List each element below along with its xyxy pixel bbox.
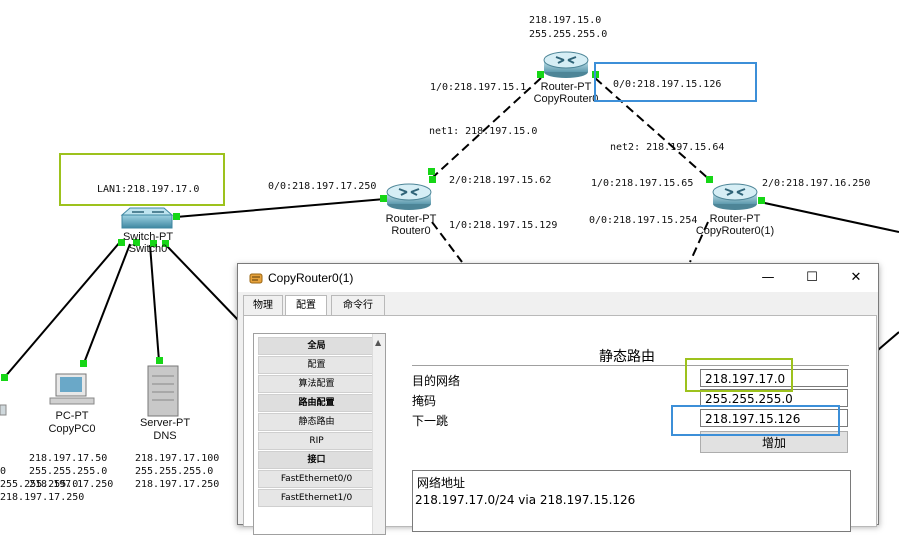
- left-col-line-1: 0: [0, 466, 7, 477]
- top-router-network: 218.197.15.0: [529, 15, 602, 26]
- left-device-icon[interactable]: [0, 404, 7, 416]
- link-switch-left[interactable]: [3, 241, 121, 379]
- scroll-up-icon[interactable]: ▲: [375, 338, 382, 347]
- net2-label: net2: 218.197.15.64: [610, 142, 725, 153]
- sidebar-item-rip[interactable]: RIP: [258, 432, 375, 450]
- sidebar-item-static-route[interactable]: 静态路由: [258, 413, 375, 431]
- serial-link-net2[interactable]: [594, 77, 711, 181]
- link-switch-right[interactable]: [164, 243, 241, 323]
- sidebar-item-fe00[interactable]: FastEthernet0/0: [258, 470, 375, 488]
- link-right-router-out[interactable]: [759, 201, 899, 233]
- iface-label-top-right: 0/0:218.197.15.126: [613, 79, 722, 90]
- network-list-entry[interactable]: 218.197.17.0/24 via 218.197.15.126: [415, 493, 636, 507]
- pc-type: PC-PT: [55, 410, 89, 422]
- server-ip: 218.197.17.100: [135, 453, 220, 464]
- tab-physical[interactable]: 物理: [243, 295, 283, 316]
- switch-name: Switch0: [128, 243, 168, 255]
- iface-label-left-00: 0/0:218.197.17.250: [268, 181, 377, 192]
- serial-link-right-down[interactable]: [689, 221, 709, 263]
- right-router-name: CopyRouter0(1): [695, 225, 775, 237]
- serial-link-left-down[interactable]: [431, 221, 463, 263]
- sidebar-item-fe10[interactable]: FastEthernet1/0: [258, 489, 375, 507]
- link-switch-pc[interactable]: [83, 243, 131, 364]
- router0-type: Router-PT: [385, 213, 437, 225]
- pc-name: CopyPC0: [48, 423, 96, 435]
- sidebar-item-global[interactable]: 全局: [258, 337, 375, 355]
- server-mask: 255.255.255.0: [135, 466, 214, 477]
- highlight-box-green-lan: [59, 153, 225, 206]
- iface-label-left-20: 2/0:218.197.15.62: [449, 175, 552, 186]
- tab-cli[interactable]: 命令行: [331, 295, 385, 316]
- top-router-mask: 255.255.255.0: [529, 29, 608, 40]
- next-hop-label: 下一跳: [412, 414, 449, 428]
- network-list-title: 网络地址: [417, 476, 466, 490]
- router-config-dialog: CopyRouter0(1) — ☐ ✕ 物理 配置 命令行 全局 配置 算法配…: [237, 263, 879, 535]
- server-name: DNS: [153, 430, 177, 442]
- static-route-title: 静态路由: [599, 349, 655, 365]
- maximize-button[interactable]: ☐: [806, 270, 818, 285]
- top-router-type: Router-PT: [540, 81, 592, 93]
- iface-label-right-20: 2/0:218.197.16.250: [762, 178, 871, 189]
- iface-label-left-10: 1/0:218.197.15.129: [449, 220, 558, 231]
- minimize-button[interactable]: —: [761, 270, 775, 285]
- iface-label-right-10: 1/0:218.197.15.65: [591, 178, 694, 189]
- next-hop-input[interactable]: 218.197.15.126: [700, 409, 848, 427]
- top-router-name: CopyRouter0: [533, 93, 599, 105]
- left-col-line-2: 255.255.255.0: [0, 479, 79, 490]
- router-top-icon[interactable]: [543, 51, 589, 78]
- pc-gateway: 218.197.17.250: [29, 479, 114, 490]
- iface-label-top-left: 1/0:218.197.15.1: [430, 82, 527, 93]
- link-switch-server[interactable]: [149, 244, 160, 362]
- left-col-line-3: 218.197.17.250: [0, 492, 85, 503]
- links: [3, 77, 899, 379]
- server-type: Server-PT: [139, 417, 191, 429]
- router0-name: Router0: [391, 225, 431, 237]
- dest-network-label: 目的网络: [412, 374, 461, 388]
- mask-label: 掩码: [412, 394, 437, 408]
- dest-network-input[interactable]: 218.197.17.0: [700, 369, 848, 387]
- pc-mask: 255.255.255.0: [29, 466, 108, 477]
- network-address-list[interactable]: 网络地址 218.197.17.0/24 via 218.197.15.126: [412, 470, 851, 532]
- right-router-type: Router-PT: [709, 213, 761, 225]
- lan1-label: LAN1:218.197.17.0: [97, 184, 200, 195]
- topology-canvas[interactable]: [0, 0, 899, 503]
- server-icon[interactable]: [147, 365, 179, 417]
- dialog-titlebar[interactable]: CopyRouter0(1) — ☐ ✕: [238, 264, 878, 292]
- link-switch-router0[interactable]: [175, 198, 386, 218]
- highlight-box-blue-nexthop: [671, 405, 840, 436]
- tab-config[interactable]: 配置: [285, 295, 327, 317]
- serial-link-net1[interactable]: [431, 77, 542, 179]
- packet-tracer-app-icon: [249, 273, 263, 284]
- sidebar-scrollbar[interactable]: ▲: [372, 334, 385, 534]
- dialog-title: CopyRouter0(1): [268, 271, 354, 285]
- server-gateway: 218.197.17.250: [135, 479, 220, 490]
- net1-label: net1: 218.197.15.0: [429, 126, 538, 137]
- pc-icon[interactable]: [49, 373, 95, 405]
- link-far-right[interactable]: [877, 331, 899, 351]
- switch-icon[interactable]: [120, 207, 174, 229]
- highlight-box-blue-top: [594, 62, 757, 102]
- add-route-button[interactable]: 增加: [700, 431, 848, 453]
- router0-icon[interactable]: [386, 183, 432, 210]
- router-right-icon[interactable]: [712, 183, 758, 210]
- iface-label-right-00: 0/0:218.197.15.254: [589, 215, 698, 226]
- close-button[interactable]: ✕: [850, 270, 862, 285]
- sidebar-item-routing[interactable]: 路由配置: [258, 394, 375, 412]
- static-route-divider: [412, 365, 849, 366]
- sidebar-item-settings[interactable]: 配置: [258, 356, 375, 374]
- switch-type: Switch-PT: [122, 231, 174, 243]
- pc-ip: 218.197.17.50: [29, 453, 108, 464]
- sidebar-item-algorithm[interactable]: 算法配置: [258, 375, 375, 393]
- highlight-box-green-dest: [685, 358, 793, 392]
- sidebar-item-interface[interactable]: 接口: [258, 451, 375, 469]
- config-sidebar: 全局 配置 算法配置 路由配置 静态路由 RIP 接口 FastEthernet…: [253, 333, 386, 535]
